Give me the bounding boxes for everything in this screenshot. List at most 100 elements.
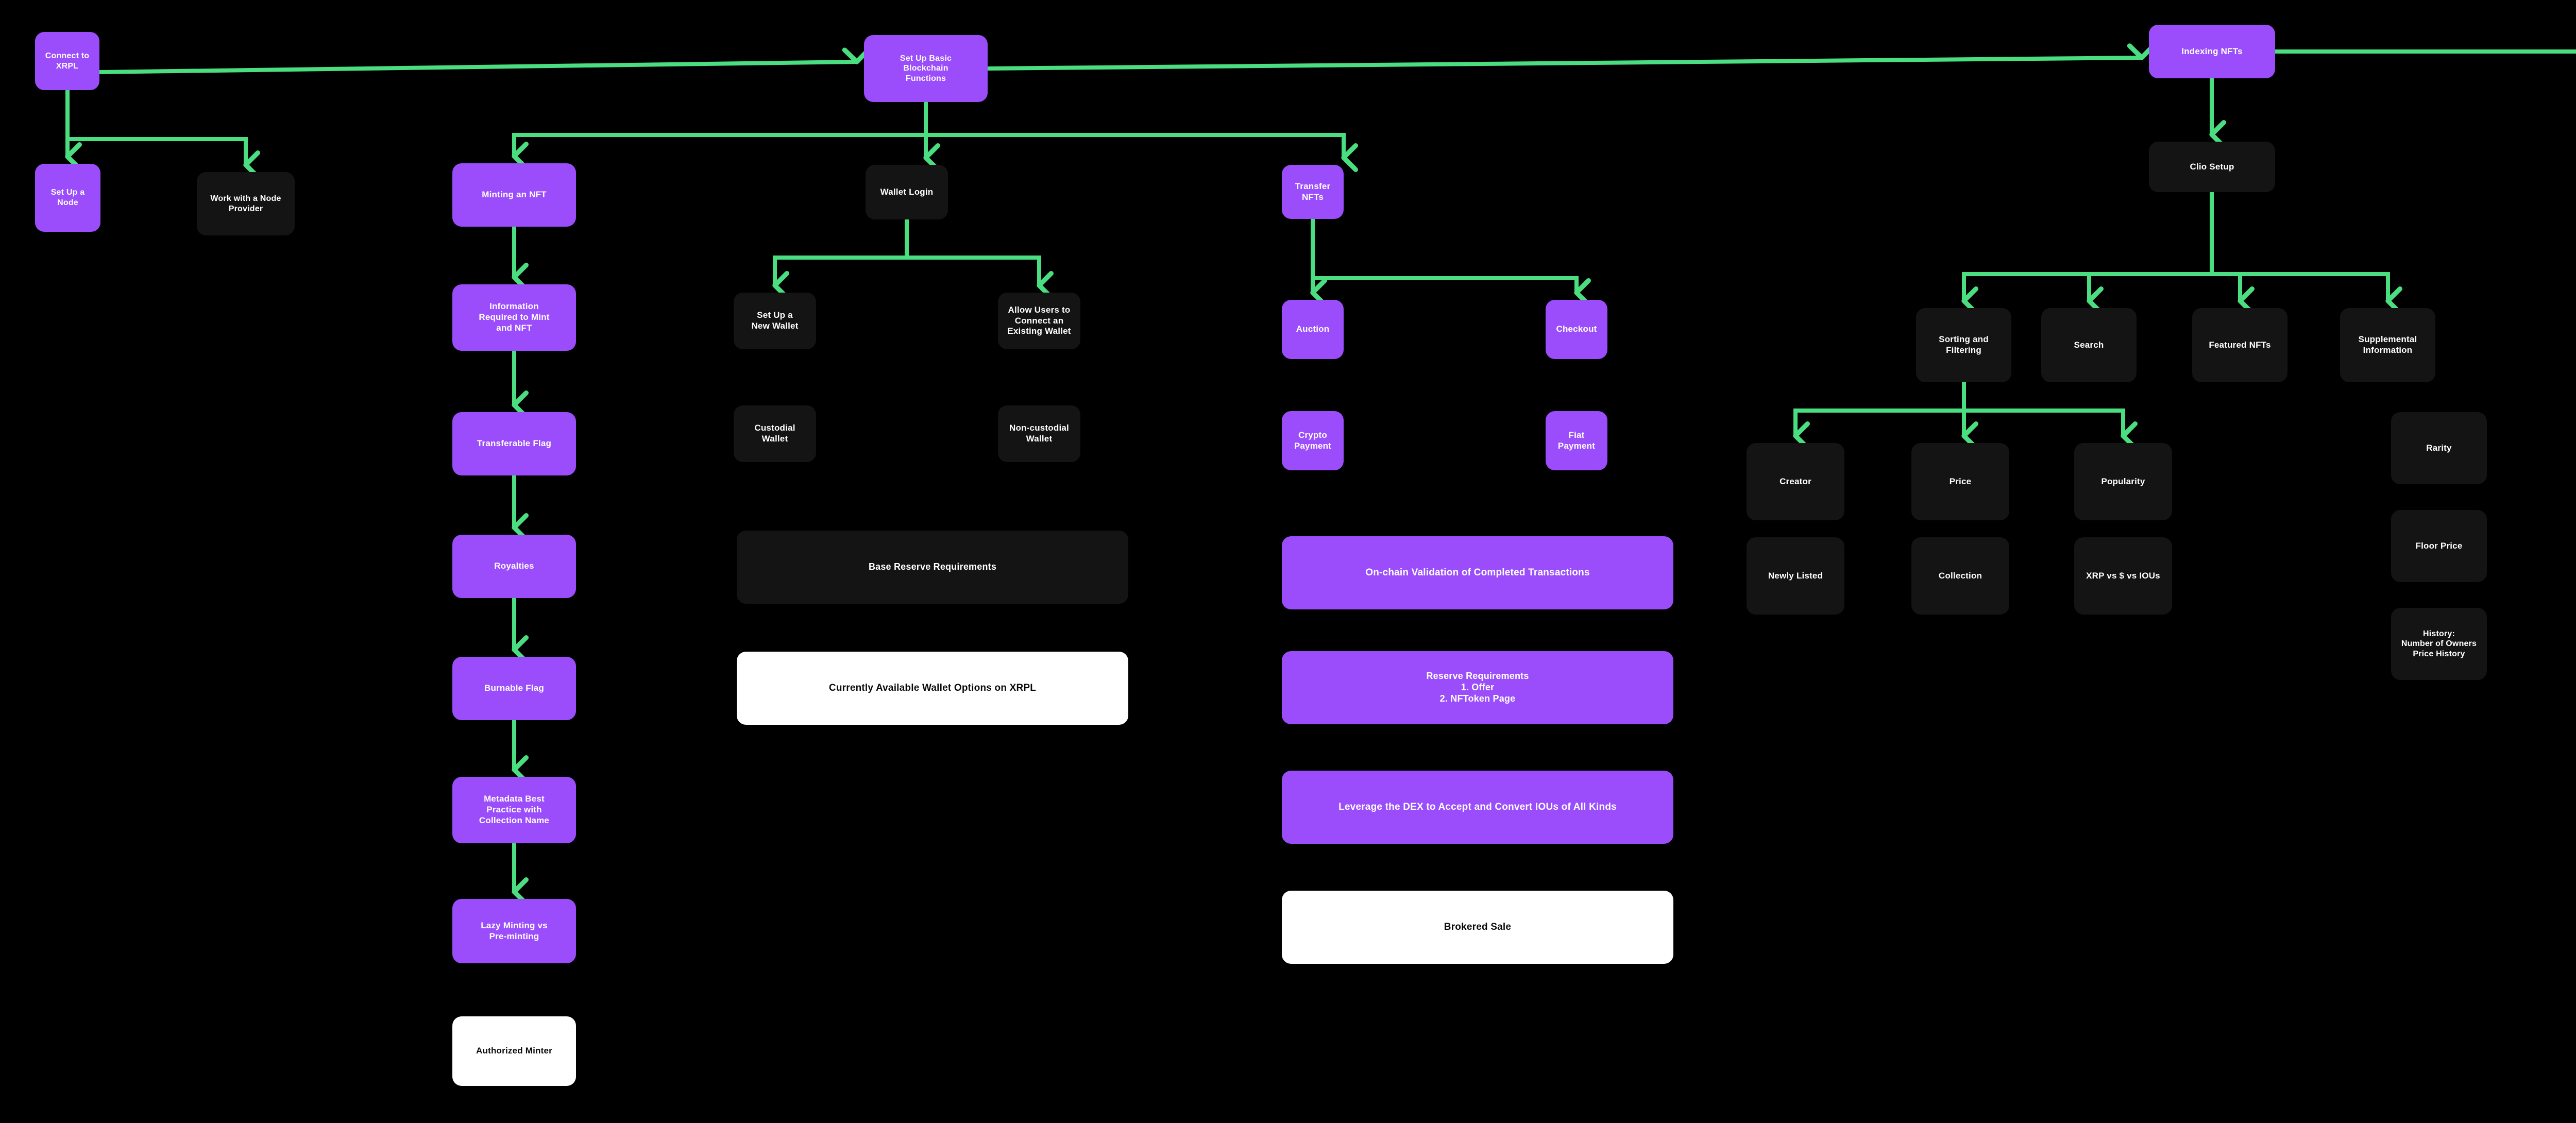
node-minting-an-nft[interactable]: Minting an NFT — [452, 163, 576, 227]
node-allow-users-connect-existing[interactable]: Allow Users to Connect an Existing Walle… — [998, 293, 1080, 349]
node-clio-setup[interactable]: Clio Setup — [2149, 142, 2275, 192]
edge-connect-to-setup-basic — [99, 47, 871, 74]
node-base-reserve-requirements[interactable]: Base Reserve Requirements — [737, 531, 1128, 604]
node-label: Custodial Wallet — [754, 423, 795, 444]
node-label: XRP vs $ vs IOUs — [2086, 570, 2160, 581]
edge-sorting-to-creator — [1793, 382, 1966, 450]
node-crypto-payment[interactable]: Crypto Payment — [1282, 411, 1344, 470]
node-supplemental-information[interactable]: Supplemental Information — [2340, 308, 2435, 382]
node-non-custodial-wallet[interactable]: Non-custodial Wallet — [998, 405, 1080, 462]
edge-wallet-to-existing — [905, 219, 1054, 300]
node-rarity[interactable]: Rarity — [2391, 412, 2487, 484]
node-checkout[interactable]: Checkout — [1546, 300, 1607, 359]
node-label: Creator — [1780, 476, 1811, 486]
node-on-chain-validation[interactable]: On-chain Validation of Completed Transac… — [1282, 536, 1673, 609]
node-popularity[interactable]: Popularity — [2074, 443, 2172, 520]
node-label: Supplemental Information — [2358, 334, 2417, 355]
node-label: Set Up a Node — [50, 188, 85, 207]
node-label: Clio Setup — [2190, 161, 2234, 172]
node-indexing-nfts[interactable]: Indexing NFTs — [2149, 25, 2275, 78]
node-currently-available-wallets[interactable]: Currently Available Wallet Options on XR… — [737, 652, 1128, 725]
edge-basic-to-transfer — [924, 102, 1358, 172]
node-floor-price[interactable]: Floor Price — [2391, 510, 2487, 582]
node-label: Burnable Flag — [484, 683, 544, 693]
node-label: On-chain Validation of Completed Transac… — [1365, 567, 1590, 578]
node-label: Non-custodial Wallet — [1009, 423, 1069, 444]
edge-setup-basic-to-indexing — [987, 43, 2156, 71]
node-sorting-and-filtering[interactable]: Sorting and Filtering — [1916, 308, 2011, 382]
node-label: Information Required to Mint and NFT — [479, 301, 550, 333]
node-label: Currently Available Wallet Options on XR… — [828, 683, 1037, 694]
node-label: Royalties — [494, 561, 534, 571]
node-label: Sorting and Filtering — [1939, 334, 1989, 355]
node-label: Rarity — [2426, 443, 2452, 453]
node-metadata-best-practice[interactable]: Metadata Best Practice with Collection N… — [452, 777, 576, 843]
node-burnable-flag[interactable]: Burnable Flag — [452, 657, 576, 720]
node-connect-to-xrpl[interactable]: Connect to XRPL — [35, 32, 99, 90]
node-label: Work with a Node Provider — [210, 194, 281, 213]
node-brokered-sale[interactable]: Brokered Sale — [1282, 891, 1673, 964]
node-label: Collection — [1938, 570, 1982, 581]
edge-sorting-to-popularity — [1962, 382, 2138, 450]
node-label: Authorized Minter — [476, 1046, 552, 1056]
node-royalties[interactable]: Royalties — [452, 535, 576, 598]
node-label: Base Reserve Requirements — [868, 562, 997, 572]
node-xrp-vs-dollar-vs-ious[interactable]: XRP vs $ vs IOUs — [2074, 537, 2172, 615]
node-featured-nfts[interactable]: Featured NFTs — [2192, 308, 2287, 382]
node-label: Auction — [1296, 324, 1330, 334]
edge-basic-to-minting — [512, 102, 928, 171]
node-label: Featured NFTs — [2209, 339, 2271, 350]
node-label: Price — [1949, 476, 1972, 486]
node-label: Transfer NFTs — [1295, 181, 1331, 202]
node-transferable-flag[interactable]: Transferable Flag — [452, 412, 576, 475]
node-fiat-payment[interactable]: Fiat Payment — [1546, 411, 1607, 470]
node-newly-listed[interactable]: Newly Listed — [1747, 537, 1844, 615]
node-label: History: Number of Owners Price History — [2401, 629, 2477, 658]
edge-wallet-to-new-wallet — [772, 219, 909, 300]
node-label: Leverage the DEX to Accept and Convert I… — [1338, 802, 1617, 813]
node-leverage-the-dex[interactable]: Leverage the DEX to Accept and Convert I… — [1282, 771, 1673, 844]
node-label: Wallet Login — [880, 186, 934, 197]
node-label: Search — [2074, 339, 2104, 350]
node-history-owners-price[interactable]: History: Number of Owners Price History — [2391, 608, 2487, 680]
node-label: Lazy Minting vs Pre-minting — [481, 920, 548, 941]
node-label: Popularity — [2101, 476, 2145, 486]
node-label: Reserve Requirements 1. Offer 2. NFToken… — [1426, 671, 1529, 704]
edge-connect-to-node-provider — [65, 90, 260, 179]
node-custodial-wallet[interactable]: Custodial Wallet — [734, 405, 816, 462]
node-set-up-a-node[interactable]: Set Up a Node — [35, 164, 100, 232]
node-label: Minting an NFT — [482, 190, 547, 200]
node-auction[interactable]: Auction — [1282, 300, 1344, 359]
node-search[interactable]: Search — [2041, 308, 2137, 382]
edge-clio-to-supplemental — [2210, 192, 2402, 315]
node-information-required-to-mint[interactable]: Information Required to Mint and NFT — [452, 284, 576, 351]
node-label: Set Up a New Wallet — [751, 310, 799, 331]
edge-clio-to-search — [2087, 192, 2214, 315]
node-set-up-a-new-wallet[interactable]: Set Up a New Wallet — [734, 293, 816, 349]
node-label: Floor Price — [2415, 540, 2463, 551]
edge-transfer-to-checkout — [1311, 219, 1591, 307]
node-label: Indexing NFTs — [2181, 46, 2243, 56]
node-label: Transferable Flag — [477, 438, 552, 449]
node-lazy-minting-vs-pre-minting[interactable]: Lazy Minting vs Pre-minting — [452, 899, 576, 963]
node-label: Brokered Sale — [1444, 922, 1512, 933]
edge-clio-to-sorting — [1961, 192, 2214, 315]
node-label: Fiat Payment — [1557, 430, 1596, 451]
node-collection[interactable]: Collection — [1911, 537, 2009, 615]
node-set-up-basic-blockchain[interactable]: Set Up Basic Blockchain Functions — [864, 35, 988, 102]
node-label: Set Up Basic Blockchain Functions — [900, 54, 952, 83]
node-price[interactable]: Price — [1911, 443, 2009, 520]
node-wallet-login[interactable]: Wallet Login — [866, 165, 948, 219]
node-creator[interactable]: Creator — [1747, 443, 1844, 520]
edge-clio-to-featured — [2210, 192, 2255, 315]
node-label: Connect to XRPL — [45, 51, 90, 71]
node-transfer-nfts[interactable]: Transfer NFTs — [1282, 165, 1344, 219]
node-label: Newly Listed — [1768, 570, 1823, 581]
node-label: Metadata Best Practice with Collection N… — [479, 794, 550, 825]
node-label: Allow Users to Connect an Existing Walle… — [1007, 304, 1071, 336]
node-authorized-minter[interactable]: Authorized Minter — [452, 1016, 576, 1086]
node-reserve-requirements[interactable]: Reserve Requirements 1. Offer 2. NFToken… — [1282, 651, 1673, 724]
node-work-with-a-node-provider[interactable]: Work with a Node Provider — [197, 172, 295, 235]
node-label: Checkout — [1556, 324, 1597, 334]
